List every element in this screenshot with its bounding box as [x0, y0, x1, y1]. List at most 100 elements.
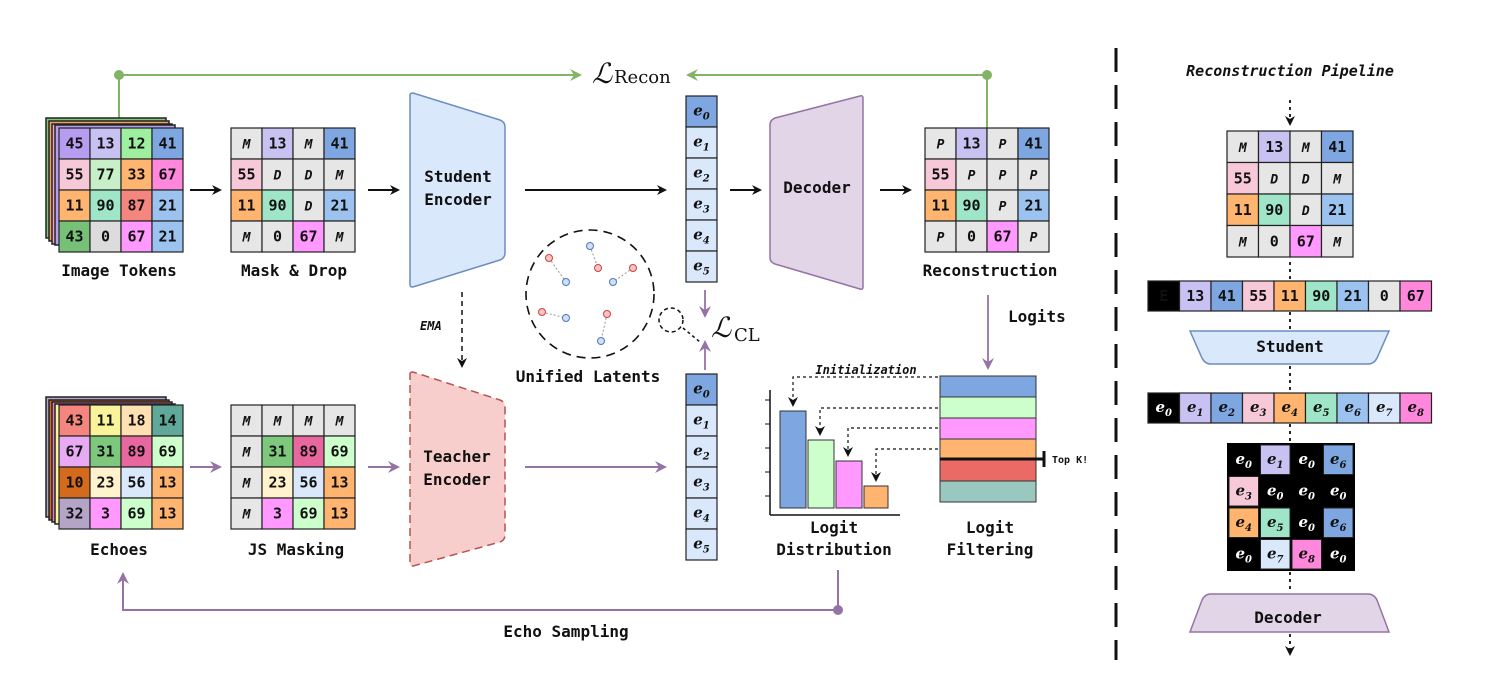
js-masking-cell: 69 [299, 505, 317, 523]
pipeline-token: 55 [1249, 287, 1267, 305]
cl-loss-subscript: CL [734, 325, 760, 346]
echo-cell: 3 [101, 505, 110, 523]
image-token-cell: 90 [96, 197, 114, 215]
pipeline-input-cell: 55 [1234, 169, 1252, 187]
recon-loss-subscript: Recon [614, 67, 671, 88]
decoder: Decoder [769, 95, 864, 290]
reconstruction-cell: 55 [931, 166, 949, 184]
mask-drop-label: Mask & Drop [241, 261, 347, 280]
pipeline-output-cell: e4 [1235, 513, 1252, 534]
image-token-cell: 55 [65, 166, 83, 184]
pipeline-input-cell: M [1332, 172, 1342, 187]
reconstruction-cell: P [937, 138, 945, 153]
latent-cell: e5 [693, 535, 710, 556]
pipeline-output-cell: e5 [1267, 513, 1284, 534]
mask-drop-cell: M [242, 138, 252, 153]
pipeline-student: Student [1188, 330, 1391, 365]
echo-cell: 14 [158, 412, 176, 430]
pipeline-token: 11 [1281, 287, 1299, 305]
image-token-cell: 43 [65, 228, 83, 246]
echo-sampling-loop: Echo Sampling [117, 570, 843, 641]
reconstruction-cell: 41 [1024, 135, 1042, 153]
image-token-cell: 67 [158, 166, 176, 184]
js-masking-cell: 69 [330, 443, 348, 461]
pipeline-token: 41 [1218, 287, 1236, 305]
js-masking-cell: M [242, 415, 252, 430]
mask-drop-cell: M [242, 231, 252, 246]
js-masking-cell: M [304, 415, 314, 430]
js-masking-cell: M [242, 508, 252, 523]
image-token-cell: 33 [127, 166, 145, 184]
latent-cell: e5 [693, 257, 710, 278]
latent-cell: e3 [693, 473, 710, 494]
pipeline-input-cell: D [1301, 172, 1310, 187]
logit-filtering-stack: Top K! [939, 375, 1088, 503]
reconstruction-cell: P [937, 231, 945, 246]
pipeline-latent: e1 [1187, 398, 1204, 419]
echo-sampling-label: Echo Sampling [503, 622, 628, 641]
echo-cell: 13 [158, 505, 176, 523]
pipeline-latent: e3 [1250, 398, 1267, 419]
pipeline-latent: e2 [1218, 398, 1235, 419]
pipeline-latent: e5 [1313, 398, 1330, 419]
pipeline-output-cell: e0 [1298, 482, 1315, 503]
image-token-cell: 11 [65, 197, 83, 215]
latent-cell: e2 [693, 442, 710, 463]
pipeline-output-cell: e7 [1267, 545, 1284, 566]
reconstruction-cell: 90 [962, 197, 980, 215]
image-tokens-label: Image Tokens [61, 261, 177, 280]
initialization-label: Initialization [815, 363, 916, 377]
reconstruction-cell: P [1030, 169, 1038, 184]
js-masking-cell: 23 [268, 474, 286, 492]
echo-cell: 56 [127, 474, 145, 492]
pipeline-token: 67 [1407, 287, 1425, 305]
pipeline-output-cell: e6 [1330, 450, 1347, 471]
pipeline-latent: e7 [1376, 398, 1393, 419]
mask-drop-cell: 0 [273, 228, 282, 246]
reconstruction-cell: 21 [1024, 197, 1042, 215]
echo-cell: 32 [65, 505, 83, 523]
pipeline-input-cell: 0 [1270, 232, 1279, 250]
pipeline-decoder: Decoder [1188, 593, 1391, 633]
echo-cell: 69 [127, 505, 145, 523]
pipeline-output-cell: e0 [1267, 482, 1284, 503]
logit-distribution-chart: Initialization [765, 363, 938, 516]
pipeline-token: 13 [1186, 287, 1204, 305]
reconstruction-cell: P [999, 200, 1007, 215]
mask-drop-cell: 55 [237, 166, 255, 184]
pipeline-input-cell: 13 [1265, 138, 1283, 156]
pipeline-input-cell: M [1238, 235, 1248, 250]
latent-cell: e4 [693, 226, 710, 247]
pipeline-token: 0 [1380, 287, 1389, 305]
latent-cell: e1 [693, 133, 710, 154]
latent-cell: e4 [693, 504, 710, 525]
image-token-cell: 87 [127, 197, 145, 215]
js-masking-cell: 56 [299, 474, 317, 492]
pipeline-output-cell: e1 [1267, 450, 1284, 471]
pipeline-output-cell: e6 [1330, 513, 1347, 534]
reconstruction-cell: 11 [931, 197, 949, 215]
image-token-cell: 77 [96, 166, 114, 184]
pipeline-latent: e4 [1281, 398, 1298, 419]
pipeline-output-cell: e0 [1298, 513, 1315, 534]
student-encoder-label-1: Student [424, 167, 491, 186]
logit-filtering-label-1: Logit [966, 518, 1014, 537]
pipeline-input-cell: 90 [1265, 201, 1283, 219]
image-token-cell: 0 [101, 228, 110, 246]
js-masking-cell: 13 [330, 505, 348, 523]
pipeline-output-cell: e8 [1298, 545, 1315, 566]
pipeline-input-cell: 41 [1328, 138, 1346, 156]
mask-drop-cell: 11 [237, 197, 255, 215]
latent-cell: e1 [693, 411, 710, 432]
echo-cell: 10 [65, 474, 83, 492]
pipeline-input-cell: M [1238, 141, 1248, 156]
